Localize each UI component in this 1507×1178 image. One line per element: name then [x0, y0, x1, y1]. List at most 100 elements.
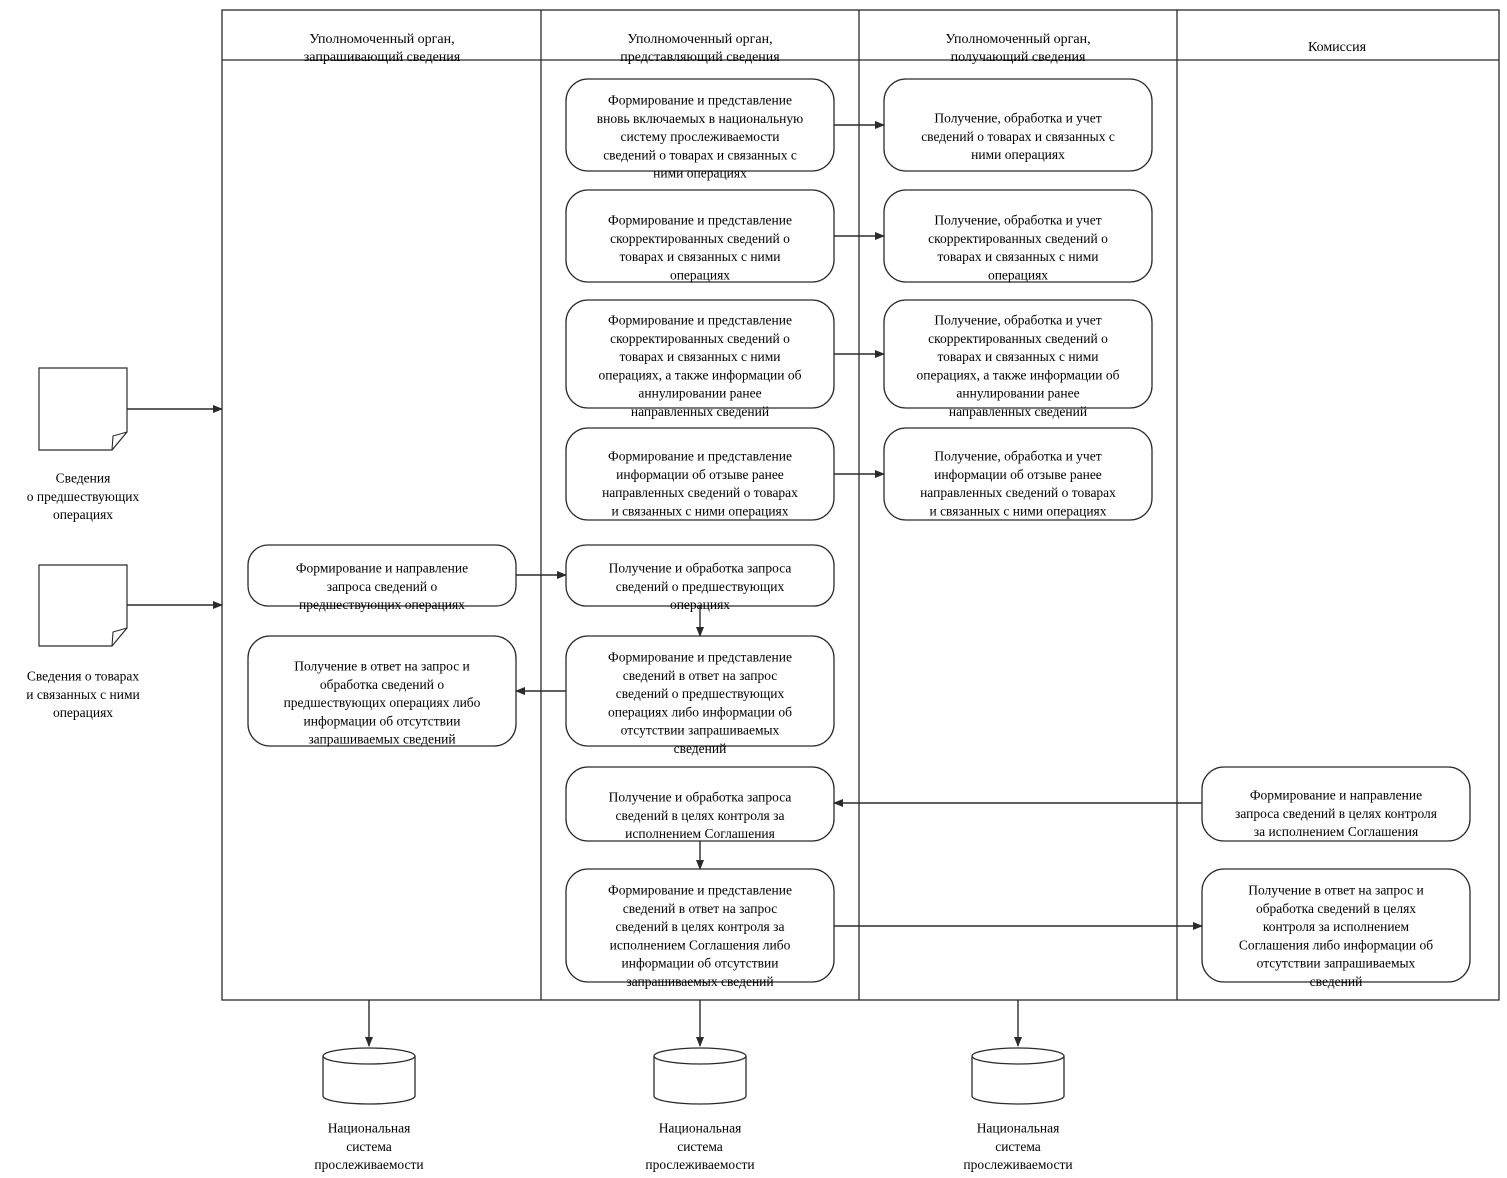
process-box-receive-corrected-annul-text-line-3: товарах и связанных с ними	[937, 349, 1098, 364]
process-box-receive-corrected-text-line-2: скорректированных сведений о	[928, 231, 1108, 246]
process-box-send-new-text-line-3: систему прослеживаемости	[620, 129, 779, 144]
process-box-control-request-form-text-line-1: Формирование и направление	[1250, 787, 1422, 802]
document-goods-operations-label-line-1: Сведения о товарах	[27, 668, 140, 683]
process-box-request-receive-text: Получение и обработка запроса сведений о …	[609, 560, 792, 612]
lane-title-commission-line-1: Комиссия	[1308, 40, 1367, 55]
database-requesting-label-line-3: прослеживаемости	[314, 1157, 423, 1172]
process-box-receive-corrected-annul-text-line-5: аннулировании ранее	[956, 386, 1079, 401]
document-prior-operations-label-line-1: Сведения	[56, 470, 111, 485]
database-receiving-label-line-2: система	[995, 1139, 1041, 1154]
lane-title-requesting-authority-line-2: запрашивающий сведения	[304, 50, 461, 65]
process-box-response-receive-text-line-4: информации об отсутствии	[304, 713, 461, 728]
process-box-send-corrected-annul-text-line-5: аннулировании ранее	[638, 386, 761, 401]
process-box-control-response-receive-text-line-6: сведений	[1310, 974, 1363, 989]
process-box-receive-new-text-line-1: Получение, обработка и учет	[934, 110, 1101, 125]
process-box-receive-withdraw-text-line-3: направленных сведений о товарах	[920, 485, 1116, 500]
process-box-send-new-text-line-2: вновь включаемых в национальную	[597, 111, 803, 126]
process-box-send-corrected-annul-text-line-4: операциях, а также информации об	[599, 367, 802, 382]
process-box-response-receive-text-line-5: запрашиваемых сведений	[308, 732, 455, 747]
process-box-response-form-text-line-6: сведений	[674, 741, 727, 756]
process-box-control-response-form-text-line-3: сведений в целях контроля за	[616, 919, 785, 934]
process-box-response-receive-text-line-3: предшествующих операциях либо	[284, 695, 481, 710]
lane-title-providing-authority-line-2: представляющий сведения	[620, 50, 780, 65]
process-box-control-response-form-text-line-5: информации об отсутствии	[622, 956, 779, 971]
lane-title-requesting-authority: Уполномоченный орган, запрашивающий сведе…	[304, 32, 461, 65]
database-providing-label-line-1: Национальная	[659, 1120, 742, 1135]
process-box-receive-new-text-line-2: сведений о товарах и связанных с	[921, 129, 1115, 144]
process-box-send-corrected-text-line-1: Формирование и представление	[608, 212, 792, 227]
process-box-receive-corrected-text-line-1: Получение, обработка и учет	[934, 212, 1101, 227]
document-goods-operations-label-line-3: операциях	[53, 705, 113, 720]
database-requesting	[322, 1047, 416, 1105]
database-receiving-label-line-1: Национальная	[977, 1120, 1060, 1135]
process-box-response-form-text-line-2: сведений в ответ на запрос	[623, 668, 778, 683]
process-box-receive-withdraw-text-line-1: Получение, обработка и учет	[934, 448, 1101, 463]
document-prior-operations-label-line-2: о предшествующих	[27, 489, 140, 504]
process-box-request-receive-text-line-3: операциях	[670, 597, 730, 612]
process-box-control-response-receive-text-line-5: отсутствии запрашиваемых	[1257, 956, 1416, 971]
process-box-control-request-receive-text-line-3: исполнением Соглашения	[625, 826, 775, 841]
process-box-control-response-form-text-line-1: Формирование и представление	[608, 882, 792, 897]
process-box-send-new-text-line-4: сведений о товарах и связанных с	[603, 147, 797, 162]
document-prior-operations-label-line-3: операциях	[53, 507, 113, 522]
process-box-control-response-receive-text-line-1: Получение в ответ на запрос и	[1248, 882, 1424, 897]
process-box-request-receive-text-line-2: сведений о предшествующих	[616, 579, 785, 594]
database-requesting-label-line-1: Национальная	[328, 1120, 411, 1135]
process-box-request-form-text-line-3: предшествующих операциях	[299, 597, 465, 612]
process-box-control-request-receive-text-line-1: Получение и обработка запроса	[609, 789, 792, 804]
process-box-response-receive-text-line-1: Получение в ответ на запрос и	[294, 658, 470, 673]
lane-title-receiving-authority: Уполномоченный орган,получающий сведения	[945, 32, 1090, 65]
process-box-request-form-text-line-1: Формирование и направление	[296, 560, 468, 575]
lane-title-providing-authority-line-1: Уполномоченный орган,	[627, 32, 772, 47]
process-box-control-request-receive-text-line-2: сведений в целях контроля за	[616, 808, 785, 823]
database-providing-label-line-2: система	[677, 1139, 723, 1154]
process-box-response-form-text: Формирование и представление сведений в о…	[608, 649, 792, 756]
lane-title-commission: Комиссия	[1308, 40, 1367, 55]
process-box-receive-corrected-text-line-3: товарах и связанных с ними	[937, 249, 1098, 264]
process-box-control-request-form	[1201, 766, 1471, 842]
process-box-receive-corrected-text-line-4: операциях	[988, 267, 1048, 282]
process-box-send-corrected-text-line-3: товарах и связанных с ними	[619, 249, 780, 264]
process-box-send-corrected-text-line-4: операциях	[670, 267, 730, 282]
process-box-response-receive-text-line-2: обработка сведений о	[320, 677, 444, 692]
process-box-response-form-text-line-1: Формирование и представление	[608, 649, 792, 664]
process-box-send-withdraw-text-line-4: и связанных с ними операциях	[611, 503, 788, 518]
process-box-control-request-receive-text: Получение и обработка запроса сведений в …	[609, 789, 792, 841]
process-box-receive-withdraw-text-line-4: и связанных с ними операциях	[929, 503, 1106, 518]
process-box-send-corrected-annul-text-line-6: направленных сведений	[631, 404, 769, 419]
database-receiving-label: Национальная система прослеживаемости	[963, 1120, 1072, 1172]
lane-title-requesting-authority-line-1: Уполномоченный орган,	[309, 32, 454, 47]
process-box-response-receive-text: Получение в ответ на запрос и обработка с…	[284, 658, 481, 746]
database-requesting-label-line-2: система	[346, 1139, 392, 1154]
process-box-send-withdraw-text-line-2: информации об отзыве ранее	[616, 467, 784, 482]
database-receiving-label-line-3: прослеживаемости	[963, 1157, 1072, 1172]
database-providing-label-line-3: прослеживаемости	[645, 1157, 754, 1172]
process-box-send-corrected-text: Формирование и представление скорректиров…	[608, 212, 792, 282]
process-box-send-corrected-annul-text-line-1: Формирование и представление	[608, 312, 792, 327]
document-goods-operations: Сведения о товарах и связанных с ними опер…	[26, 564, 140, 720]
process-box-control-request-form-text-line-3: за исполнением Соглашения	[1254, 824, 1418, 839]
process-box-control-response-receive-text-line-4: Соглашения либо информации об	[1239, 937, 1433, 952]
process-box-receive-corrected-text: Получение, обработка и учет скорректирова…	[928, 212, 1108, 282]
lane-title-receiving-authority-line-1: Уполномоченный орган,	[945, 32, 1090, 47]
process-box-receive-new-text: Получение, обработка и учет сведений о то…	[921, 110, 1115, 162]
process-box-request-receive-text-line-1: Получение и обработка запроса	[609, 560, 792, 575]
process-box-response-form-text-line-5: отсутствии запрашиваемых	[621, 723, 780, 738]
database-providing	[653, 1047, 747, 1105]
process-box-send-new-text-line-5: ними операциях	[653, 166, 747, 181]
process-box-receive-new-text-line-3: ними операциях	[971, 147, 1065, 162]
process-box-send-corrected-text-line-2: скорректированных сведений о	[610, 231, 790, 246]
document-goods-operations-label-line-2: и связанных с ними	[26, 687, 140, 702]
process-box-response-form-text-line-4: операциях либо информации об	[608, 704, 792, 719]
process-box-control-response-form-text-line-2: сведений в ответ на запрос	[623, 901, 778, 916]
process-box-control-response-receive-text-line-3: контроля за исполнением	[1263, 919, 1410, 934]
process-box-receive-corrected-annul-text-line-6: направленных сведений	[949, 404, 1087, 419]
process-box-receive-corrected-annul-text-line-2: скорректированных сведений о	[928, 331, 1108, 346]
document-prior-operations-label: Сведения о предшествующих операциях	[27, 470, 140, 522]
